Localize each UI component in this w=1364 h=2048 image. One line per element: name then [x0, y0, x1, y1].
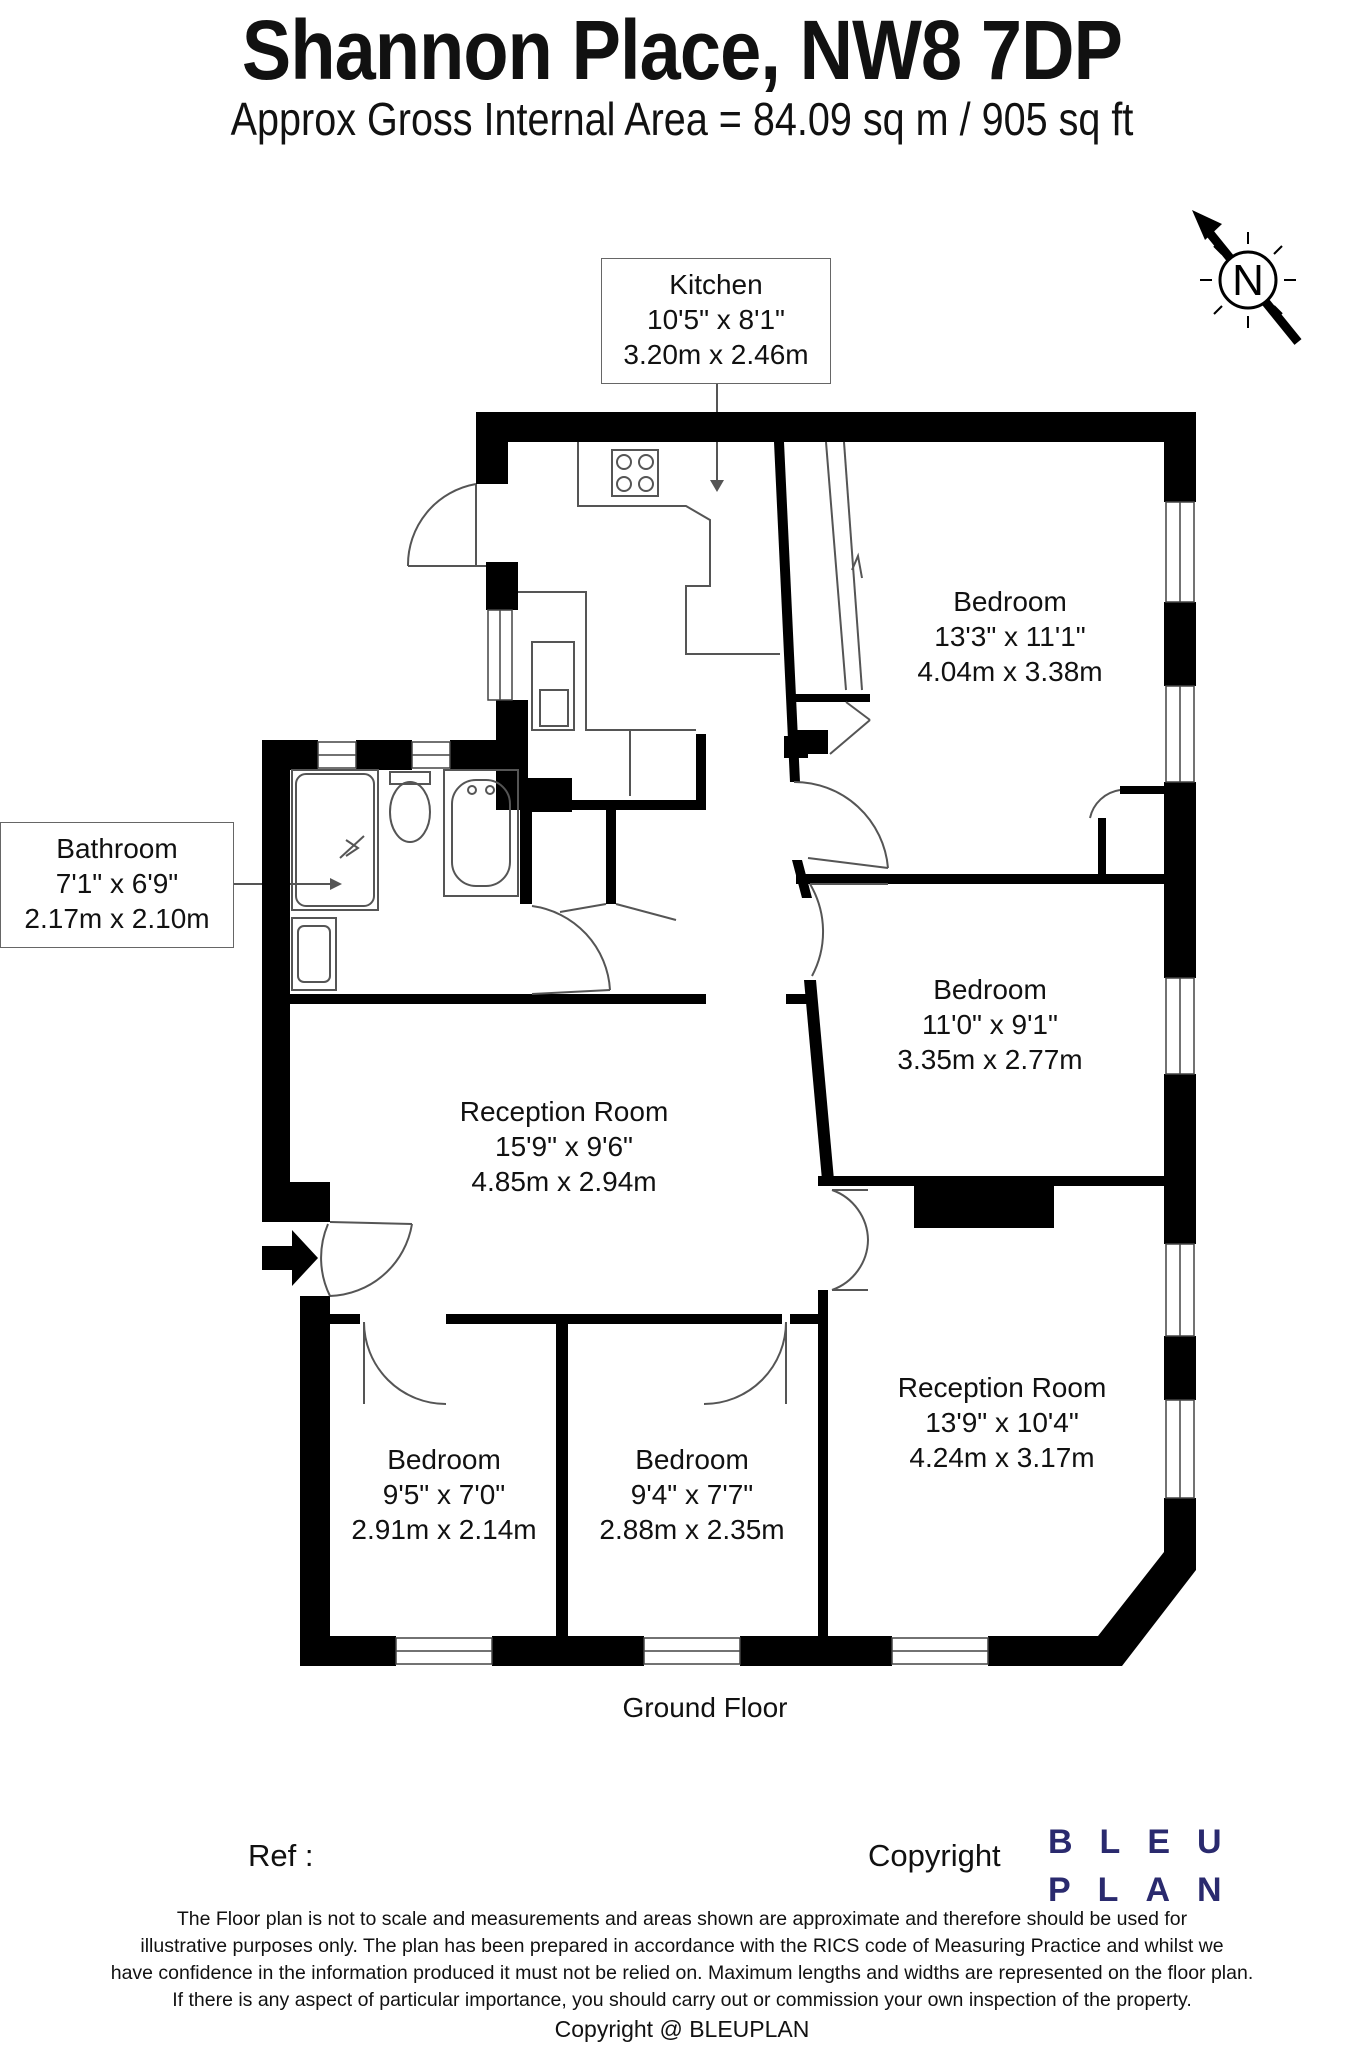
area-subtitle: Approx Gross Internal Area = 84.09 sq m …	[230, 93, 1134, 145]
disclaimer-line: illustrative purposes only. The plan has…	[140, 1935, 1224, 1957]
bathroom-metric: 2.17m x 2.10m	[24, 903, 210, 934]
bedroom-1-imperial: 13'3" x 11'1"	[934, 621, 1086, 652]
ref-label: Ref :	[248, 1838, 314, 1873]
reception-room-1-imperial: 15'9" x 9'6"	[495, 1131, 633, 1162]
reception-room-2-name: Reception Room	[897, 1372, 1107, 1403]
north-compass-icon: N	[1192, 210, 1302, 345]
compass-letter: N	[1232, 256, 1264, 305]
bleuplan-logo: BLEU PLAN	[1048, 1818, 1249, 1914]
bedroom-1-label: Bedroom 13'3" x 11'1" 4.04m x 3.38m	[900, 584, 1120, 689]
disclaimer-line: have confidence in the information produ…	[110, 1962, 1254, 1984]
copyright-label: Copyright	[868, 1838, 1001, 1873]
footer-copyright: Copyright @ BLEUPLAN	[554, 2016, 810, 2042]
bedroom-2-label: Bedroom 11'0" x 9'1" 3.35m x 2.77m	[880, 972, 1100, 1077]
fittings	[291, 441, 1121, 1405]
kitchen-imperial: 10'5" x 8'1"	[647, 304, 785, 335]
bedroom-1-metric: 4.04m x 3.38m	[917, 656, 1103, 687]
reception-room-2-metric: 4.24m x 3.17m	[909, 1442, 1095, 1473]
bedroom-4-imperial: 9'4" x 7'7"	[630, 1479, 754, 1510]
bedroom-4-metric: 2.88m x 2.35m	[599, 1514, 785, 1545]
bedroom-3-label: Bedroom 9'5" x 7'0" 2.91m x 2.14m	[336, 1442, 552, 1547]
floor-label: Ground Floor	[622, 1692, 788, 1723]
disclaimer: The Floor plan is not to scale and measu…	[60, 1906, 1304, 2014]
entrance-arrow-icon	[262, 1230, 318, 1286]
bedroom-1-name: Bedroom	[953, 586, 1067, 617]
windows	[317, 501, 1195, 1665]
disclaimer-line: If there is any aspect of particular imp…	[172, 1989, 1192, 2011]
bedroom-2-metric: 3.35m x 2.77m	[897, 1044, 1083, 1075]
bedroom-3-name: Bedroom	[387, 1444, 501, 1475]
bedroom-4-name: Bedroom	[635, 1444, 749, 1475]
reception-room-1-name: Reception Room	[459, 1096, 669, 1127]
logo-line-1: BLEU	[1048, 1823, 1249, 1861]
kitchen-name: Kitchen	[669, 269, 763, 300]
reception-room-1-metric: 4.85m x 2.94m	[471, 1166, 657, 1197]
disclaimer-line: The Floor plan is not to scale and measu…	[176, 1908, 1188, 1930]
bedroom-2-imperial: 11'0" x 9'1"	[922, 1009, 1058, 1040]
kitchen-metric: 3.20m x 2.46m	[623, 339, 809, 370]
reception-room-2-label: Reception Room 13'9" x 10'4" 4.24m x 3.1…	[866, 1370, 1138, 1475]
kitchen-leader-arrow	[710, 480, 724, 492]
kitchen-callout: Kitchen 10'5" x 8'1" 3.20m x 2.46m	[601, 258, 831, 384]
page-title: Shannon Place, NW8 7DP	[241, 3, 1123, 97]
bathroom-name: Bathroom	[56, 833, 178, 864]
bathroom-imperial: 7'1" x 6'9"	[55, 868, 179, 899]
walls	[262, 412, 1196, 1666]
reception-room-2-imperial: 13'9" x 10'4"	[925, 1407, 1079, 1438]
reception-room-1-label: Reception Room 15'9" x 9'6" 4.85m x 2.94…	[428, 1094, 700, 1199]
logo-line-2: PLAN	[1048, 1871, 1249, 1909]
bedroom-2-name: Bedroom	[933, 974, 1047, 1005]
bedroom-4-label: Bedroom 9'4" x 7'7" 2.88m x 2.35m	[584, 1442, 800, 1547]
bedroom-3-metric: 2.91m x 2.14m	[351, 1514, 537, 1545]
bathroom-leader-arrow	[330, 878, 342, 890]
bathroom-callout: Bathroom 7'1" x 6'9" 2.17m x 2.10m	[0, 822, 234, 948]
bedroom-3-imperial: 9'5" x 7'0"	[382, 1479, 506, 1510]
